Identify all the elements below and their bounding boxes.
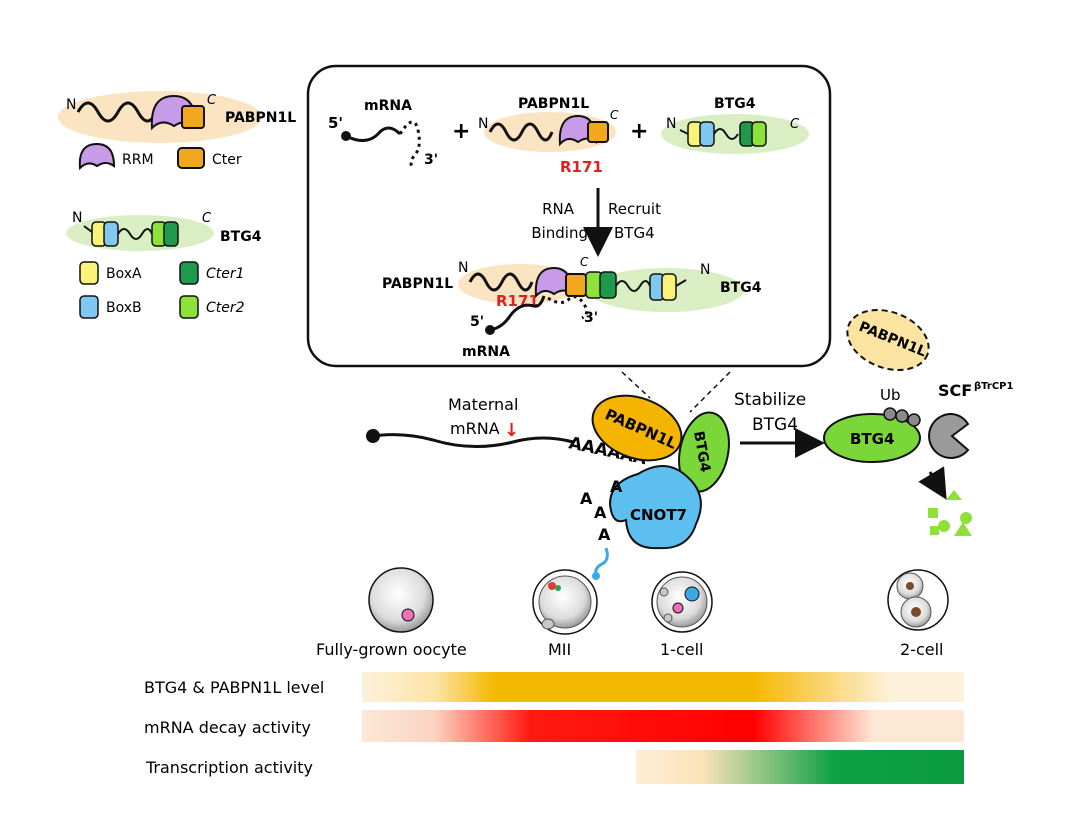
- mechanism-inset: 5' mRNA 3' + N C PABPN1L R171 + N C BTG4…: [306, 64, 832, 368]
- cell-mii: [532, 569, 598, 635]
- maternal-label-1: Maternal: [448, 395, 518, 414]
- bar-label-mrna-decay: mRNA decay activity: [144, 718, 311, 737]
- legend-pabpn1l-name: PABPN1L: [225, 110, 296, 126]
- cter-shape: [181, 105, 205, 129]
- complex-btg4-label: BTG4: [720, 280, 762, 296]
- stage-cells: Fully-grown oocyte MII 1-cell 2-cell: [316, 567, 949, 659]
- complex-three-prime: 3': [584, 310, 598, 326]
- cter1-label: Cter1: [206, 266, 245, 282]
- maternal-label-2: mRNA: [450, 419, 500, 438]
- scf-superscript: βTrCP1: [974, 381, 1013, 392]
- inset-rna-label: RNA: [542, 200, 575, 218]
- degradation-arrow: [918, 466, 947, 500]
- inset-recruit-btg4-label: BTG4: [614, 224, 655, 242]
- inset-btg4-c: C: [790, 117, 800, 132]
- scf-label: SCF: [938, 381, 972, 400]
- legend-pabpn1l: N C PABPN1L RRM Cter: [58, 91, 296, 171]
- bar-label-transcription: Transcription activity: [145, 758, 313, 777]
- cell-2-cell: [887, 569, 949, 631]
- boxb-label: BoxB: [106, 300, 142, 316]
- n-terminal-label: N: [66, 97, 76, 113]
- inset-pabpn1l-c: C: [610, 108, 619, 122]
- rrm-legend-icon: [78, 142, 116, 171]
- rrm-legend-label: RRM: [122, 152, 154, 168]
- stage-label-mii: MII: [548, 640, 571, 659]
- btg4-blob-label: BTG4: [690, 430, 713, 474]
- boxa-label: BoxA: [106, 266, 142, 282]
- c-terminal-label: C: [207, 93, 217, 108]
- pabpn1l-wavy-domain: [76, 101, 158, 123]
- inset-five-prime: 5': [328, 114, 343, 132]
- cter-legend-label: Cter: [212, 152, 242, 168]
- complex-pabpn1l-n: N: [458, 260, 468, 276]
- complex-btg4-n: N: [700, 262, 710, 278]
- a-letter-3: A: [580, 489, 593, 508]
- stage-label-1-cell: 1-cell: [660, 640, 703, 659]
- cter-legend-icon: [177, 147, 205, 169]
- pabpn1l-blob: [591, 394, 683, 462]
- bar-label-btg4-pabpn1l: BTG4 & PABPN1L level: [144, 678, 324, 697]
- inset-mrna-label: mRNA: [364, 98, 412, 114]
- legend-btg4-name: BTG4: [220, 229, 262, 245]
- inset-pabpn1l-label: PABPN1L: [518, 96, 589, 112]
- complex-c: C: [580, 255, 589, 269]
- cter2-label: Cter2: [206, 300, 245, 316]
- bar-btg4-pabpn1l: [362, 672, 964, 702]
- stabilize-label: Stabilize: [734, 390, 806, 410]
- inset-plus-1: +: [452, 119, 470, 144]
- zoom-line-left: [621, 371, 651, 399]
- inset-r171: R171: [560, 158, 603, 176]
- inset-plus-2: +: [630, 119, 648, 144]
- cnot7-label: CNOT7: [630, 506, 687, 524]
- inset-recruit-label: Recruit: [608, 200, 661, 218]
- inset-binding-label: Binding: [531, 224, 588, 242]
- ub-label: Ub: [880, 386, 901, 404]
- complex-five-prime: 5': [470, 314, 484, 330]
- decay-scheme: Maternal mRNA ↓ AAAAAA PABPN1L BTG4 CNOT…: [366, 309, 1013, 580]
- complex-mrna-label: mRNA: [462, 344, 510, 360]
- complex-pabpn1l-label: PABPN1L: [382, 276, 453, 292]
- legend-btg4: N C BTG4 BoxA BoxB Cter1 Cter2: [66, 210, 262, 319]
- a-letter-4: A: [598, 525, 611, 544]
- a-letter-1: A: [610, 477, 623, 496]
- inset-mrna-strand: [345, 126, 402, 142]
- boxb-icon: [79, 295, 99, 319]
- btg4-stable-label: BTG4: [850, 430, 894, 448]
- inset-btg4-label: BTG4: [714, 96, 756, 112]
- degraded-fragments: [928, 490, 972, 536]
- inset-btg4-n: N: [666, 116, 676, 132]
- a-letter-2: A: [594, 503, 607, 522]
- bar-transcription: [636, 750, 964, 784]
- maternal-mrna-strand: [372, 433, 574, 448]
- cell-1-cell: [651, 571, 713, 633]
- btg4-n-label: N: [72, 210, 82, 226]
- activity-bars: BTG4 & PABPN1L level mRNA decay activity…: [144, 672, 964, 784]
- btg4-halo: [66, 215, 214, 251]
- inset-frame: [306, 64, 832, 368]
- bar-mrna-decay: [362, 710, 964, 742]
- btg4-c-label: C: [202, 211, 212, 226]
- cter2-icon: [179, 295, 199, 319]
- stabilize-btg4-label: BTG4: [752, 415, 798, 435]
- decrease-arrow: ↓: [504, 420, 519, 441]
- scf-complex: [928, 412, 970, 459]
- inset-three-prime: 3': [424, 152, 438, 168]
- boxa-icon: [79, 261, 99, 285]
- btg4-stable-blob: [823, 413, 921, 463]
- inset-pabpn1l-n: N: [478, 116, 488, 132]
- stage-label-fully-grown-oocyte: Fully-grown oocyte: [316, 640, 467, 659]
- stage-label-2-cell: 2-cell: [900, 640, 943, 659]
- zoom-line-right: [689, 371, 731, 413]
- cell-fully-grown-oocyte: [368, 567, 434, 633]
- cter1-icon: [179, 261, 199, 285]
- degraded-pabpn1l: [846, 309, 930, 371]
- cnot7-blob: [608, 465, 702, 550]
